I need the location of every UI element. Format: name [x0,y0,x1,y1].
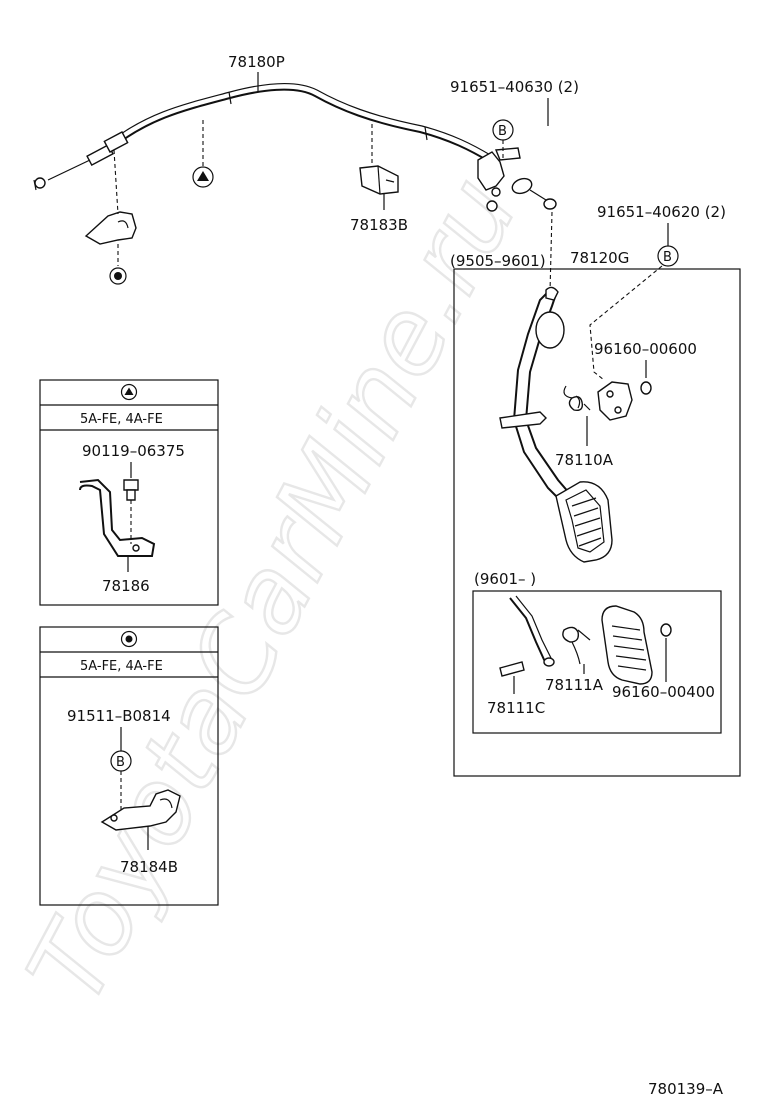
pedal-range-label: (9505–9601) [450,252,546,270]
bolt-mark-right-icon [657,245,679,267]
cable-clamp [359,124,399,210]
revised-bushing-part-number: 96160–00400 [612,683,715,701]
inset-dot-bolt-number: 91511–B0814 [67,707,171,725]
pedal-spring [563,385,591,446]
pedal-bracket-plate [597,381,633,421]
clamp-part-number: 78183B [350,216,408,234]
revised-pedal-pad [601,605,653,685]
revised-spring [562,626,591,674]
cable-bracket-small [84,149,137,285]
spring-part-number: 78110A [555,451,614,469]
inset-dot-part-number: 78184B [120,858,178,876]
inset-triangle-engine: 5A-FE, 4A-FE [80,412,163,427]
figure-id: 780139–A [648,1080,724,1098]
inset-triangle: 5A-FE, 4A-FE 90119–06375 78186 [39,379,219,606]
revised-pin-part-number: 78111C [487,699,545,717]
revised-parts-box [472,590,722,734]
inset-triangle-part-number: 78186 [102,577,150,595]
triangle-reference [192,120,214,188]
accelerator-cable [33,83,557,212]
cable-part-number: 78180P [228,53,285,71]
revised-pedal-arm [509,595,555,667]
revised-bushing [660,623,672,682]
watermark-text: ToyotaCarMine.ru [4,158,541,1022]
inset-triangle-bolt-number: 90119–06375 [82,442,185,460]
bolt-mark-top-label: B [498,124,507,139]
bolt-mark-inset-label: B [116,755,125,770]
pedal-arm [499,286,613,563]
revised-pin [499,661,525,694]
lower-range-label: (9601– ) [474,570,536,588]
bushing-part-number: 96160–00600 [594,340,697,358]
inset-dot: 5A-FE, 4A-FE 91511–B0814 B 78184B [39,626,219,906]
pedal-assembly-box [453,268,741,777]
bolt-right-part-number: 91651–40620 (2) [597,203,726,221]
inset-dot-engine: 5A-FE, 4A-FE [80,659,163,674]
pedal-part-number: 78120G [570,249,629,267]
revised-spring-part-number: 78111A [545,676,604,694]
bolt-top-part-number: 91651–40630 (2) [450,78,579,96]
bolt-mark-right-label: B [663,250,672,265]
